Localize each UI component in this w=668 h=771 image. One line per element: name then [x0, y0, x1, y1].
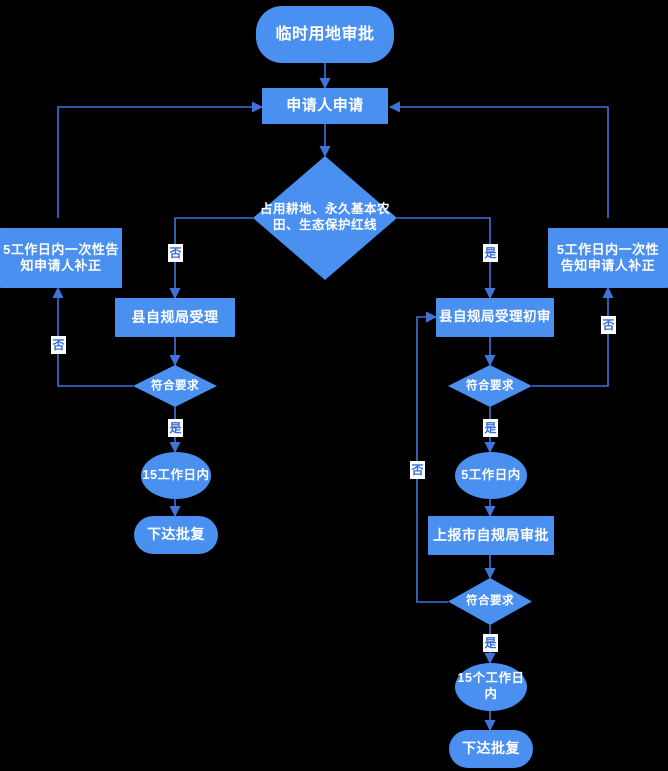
node-county-bureau-first-review[interactable]: 县自规局受理初审 [436, 298, 554, 337]
node-issue-approval-right-label: 下达批复 [462, 740, 520, 757]
node-county-bureau-accept[interactable]: 县自规局受理 [115, 298, 235, 337]
node-report-city-bureau-label: 上报市自规局审批 [433, 526, 549, 543]
edge-fix-right-apply [388, 101, 609, 218]
node-15-working-days-left[interactable]: 15工作日内 [141, 452, 211, 499]
edge-label-text: 是 [484, 421, 497, 435]
edge-label-check-left-yes: 是 [168, 419, 183, 437]
node-check-requirements-city[interactable]: 符合要求 [448, 578, 532, 625]
node-correction-notice-right[interactable]: 5工作日内一次性告知申请人补正 [548, 228, 668, 288]
edge-label-check-city-yes: 是 [483, 634, 498, 652]
node-15-working-days-left-label: 15工作日内 [142, 467, 210, 482]
edge-label-text: 否 [602, 318, 615, 332]
node-county-bureau-accept-label: 县自规局受理 [131, 308, 219, 325]
edge-label-text: 是 [484, 246, 497, 260]
edge-label-text: 否 [52, 338, 65, 352]
node-15-working-days-right[interactable]: 15个工作日内 [455, 663, 527, 711]
edge-decision1-county-accept [169, 217, 253, 300]
node-5-working-days-right[interactable]: 5工作日内 [455, 452, 527, 499]
edge-label-check-city-no: 否 [410, 461, 425, 479]
node-applicant-application[interactable]: 申请人申请 [262, 88, 388, 124]
edge-fix-left-apply [57, 101, 264, 218]
node-applicant-application-label: 申请人申请 [286, 96, 364, 114]
node-county-bureau-first-review-label: 县自规局受理初审 [439, 309, 551, 325]
edge-decision1-county-first [397, 217, 496, 300]
edge-label-text: 是 [169, 421, 182, 435]
edge-check-city-county-first [416, 311, 448, 603]
node-report-city-bureau[interactable]: 上报市自规局审批 [428, 516, 554, 555]
node-issue-approval-left-label: 下达批复 [147, 526, 205, 543]
node-start[interactable]: 临时用地审批 [256, 6, 394, 63]
edge-label-text: 否 [169, 246, 182, 260]
node-issue-approval-left[interactable]: 下达批复 [134, 516, 218, 554]
node-correction-notice-left-label: 5工作日内一次性告知申请人补正 [3, 241, 119, 273]
node-check-requirements-left-label: 符合要求 [151, 379, 199, 392]
node-check-requirements-city-label: 符合要求 [466, 595, 514, 608]
node-check-requirements-left[interactable]: 符合要求 [133, 365, 217, 407]
node-decision-land-type-label: 占用耕地、永久基本农田、生态保护红线 [259, 202, 390, 232]
edge-label-decision1-no: 否 [168, 244, 183, 262]
edge-label-check-right-yes: 是 [483, 419, 498, 437]
edge-label-check-right-no: 否 [601, 316, 616, 334]
edge-label-check-left-no: 否 [51, 336, 66, 354]
node-check-requirements-right-label: 符合要求 [466, 379, 514, 392]
edge-label-text: 否 [411, 463, 424, 477]
node-5-working-days-right-label: 5工作日内 [461, 467, 521, 482]
node-check-requirements-right[interactable]: 符合要求 [448, 365, 532, 407]
node-start-label: 临时用地审批 [275, 25, 375, 43]
node-correction-notice-left[interactable]: 5工作日内一次性告知申请人补正 [0, 228, 122, 288]
edge-label-text: 是 [484, 636, 497, 650]
edge-check-left-fix-left [52, 286, 133, 387]
node-15-working-days-right-label: 15个工作日内 [457, 671, 525, 701]
node-decision-land-type[interactable]: 占用耕地、永久基本农田、生态保护红线 [253, 156, 397, 280]
node-correction-notice-right-label: 5工作日内一次性告知申请人补正 [556, 241, 660, 273]
node-issue-approval-right[interactable]: 下达批复 [449, 730, 533, 768]
edge-label-decision1-yes: 是 [483, 244, 498, 262]
